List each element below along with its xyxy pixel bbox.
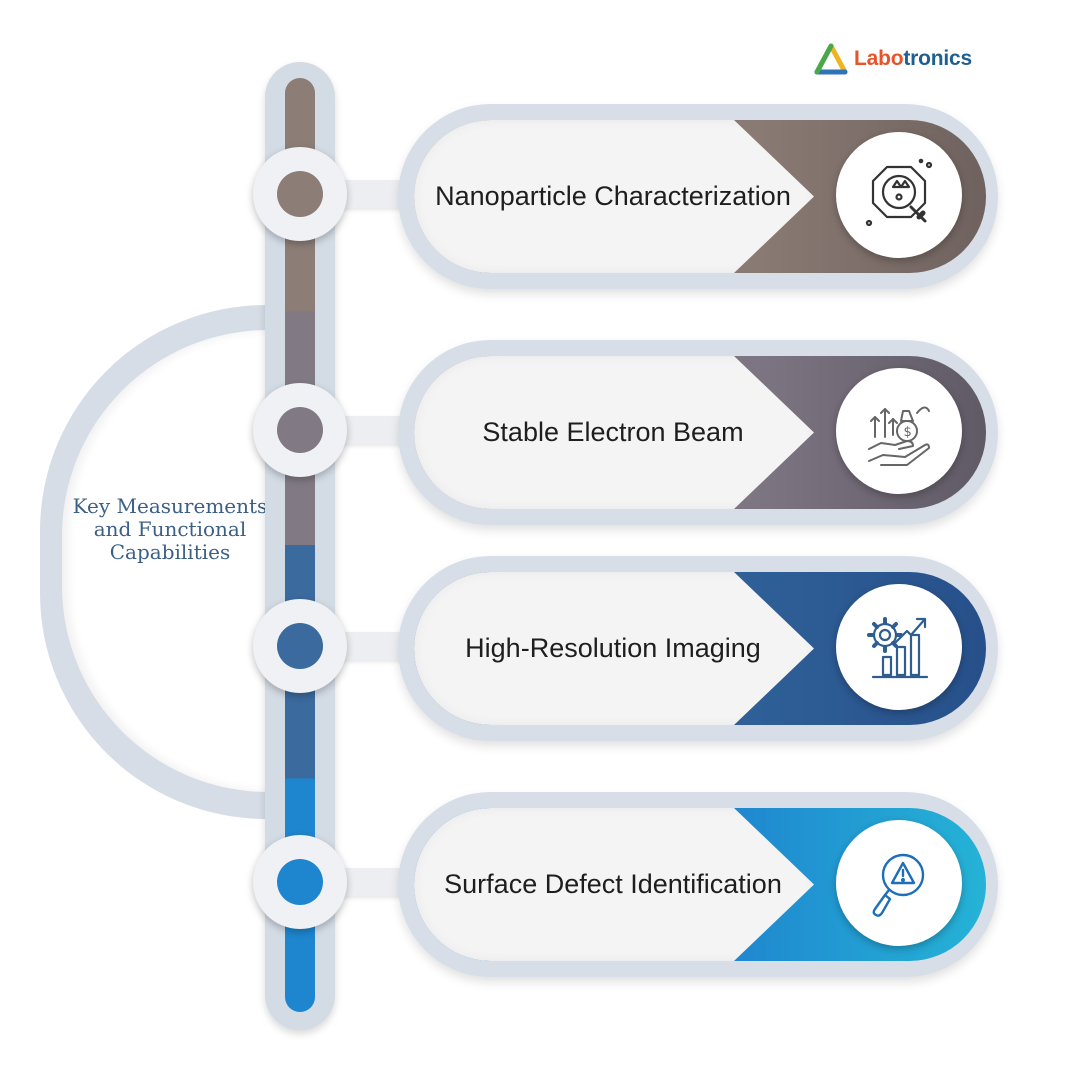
item-row-3: High-Resolution Imaging bbox=[398, 556, 998, 741]
item-icon-disc bbox=[836, 132, 962, 258]
item-label: Stable Electron Beam bbox=[482, 417, 744, 447]
item-pill-body bbox=[414, 356, 814, 509]
brand-logo: Labotronics bbox=[814, 42, 972, 76]
gear-bar-chart-icon bbox=[867, 617, 929, 679]
item-label: Surface Defect Identification bbox=[444, 869, 782, 899]
item-label: Nanoparticle Characterization bbox=[435, 181, 791, 211]
warning-magnifier-icon bbox=[872, 853, 925, 917]
item-icon-disc bbox=[836, 584, 962, 710]
timeline-node-dot bbox=[277, 623, 323, 669]
timeline-node-4 bbox=[253, 835, 347, 929]
labotronics-triangle-icon bbox=[814, 43, 848, 75]
item-row-2: Stable Electron Beam $ bbox=[398, 340, 998, 525]
center-title: Key Measurements and Functional Capabili… bbox=[72, 494, 268, 564]
hand-money-growth-icon: $ bbox=[868, 406, 930, 466]
item-pill-body bbox=[414, 572, 814, 725]
item-pill-body bbox=[414, 120, 814, 273]
timeline-node-3 bbox=[253, 599, 347, 693]
brand-name-part2: tronics bbox=[903, 47, 972, 70]
svg-text:$: $ bbox=[904, 425, 912, 440]
item-label: High-Resolution Imaging bbox=[465, 633, 761, 663]
item-icon-disc bbox=[836, 820, 962, 946]
timeline-node-dot bbox=[277, 859, 323, 905]
item-icon-disc: $ bbox=[836, 368, 962, 494]
item-row-4: Surface Defect Identification bbox=[398, 792, 998, 977]
timeline-node-1 bbox=[253, 147, 347, 241]
timeline-node-2 bbox=[253, 383, 347, 477]
brand-name-part1: Labo bbox=[854, 47, 904, 70]
timeline-node-dot bbox=[277, 171, 323, 217]
timeline-node-dot bbox=[277, 407, 323, 453]
nanoparticle-inspect-icon bbox=[865, 158, 933, 227]
item-row-1: Nanoparticle Characterization bbox=[398, 104, 998, 289]
brand-name: Labotronics bbox=[854, 47, 972, 71]
item-pill-body bbox=[414, 808, 814, 961]
